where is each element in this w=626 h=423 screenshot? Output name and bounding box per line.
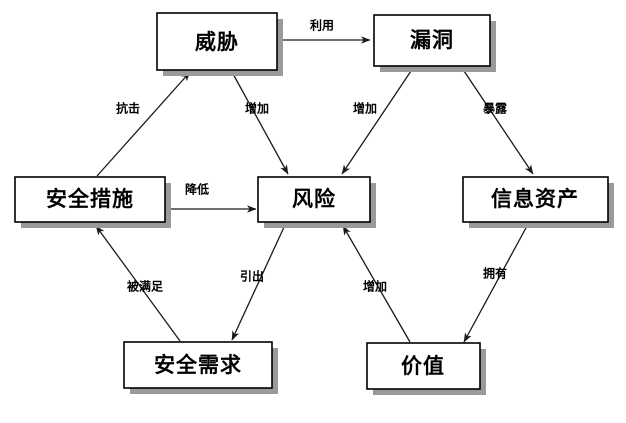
node-label-value: 价值 xyxy=(401,354,445,378)
edge-satisfy: 被满足 xyxy=(95,225,181,342)
edge-label-own: 拥有 xyxy=(483,266,507,281)
node-label-risk: 风险 xyxy=(292,187,336,211)
edge-label-increase-vuln-risk: 增加 xyxy=(353,101,377,116)
edge-reduce: 降低 xyxy=(168,182,257,213)
edge-counter: 抗击 xyxy=(96,71,191,177)
edge-derive: 引出 xyxy=(231,224,286,341)
edge-increase-vuln-risk: 增加 xyxy=(341,67,414,175)
node-label-information-asset: 信息资产 xyxy=(491,187,579,211)
node-label-threat: 威胁 xyxy=(195,30,239,54)
node-vulnerability[interactable]: 漏洞 xyxy=(373,14,496,72)
edge-own: 拥有 xyxy=(463,225,528,343)
node-label-security-requirement: 安全需求 xyxy=(154,353,242,377)
edge-label-counter: 抗击 xyxy=(116,101,140,116)
node-threat[interactable]: 威胁 xyxy=(156,12,283,76)
edge-label-satisfy: 被满足 xyxy=(127,279,163,294)
node-security-control[interactable]: 安全措施 xyxy=(14,176,171,228)
edge-expose: 暴露 xyxy=(461,67,534,175)
node-label-vulnerability: 漏洞 xyxy=(410,28,454,52)
edge-label-expose: 暴露 xyxy=(482,102,508,116)
node-security-requirement[interactable]: 安全需求 xyxy=(123,341,278,394)
edge-label-increase-value-risk: 增加 xyxy=(363,279,387,294)
edge-exploit: 利用 xyxy=(279,18,371,44)
edge-label-derive: 引出 xyxy=(240,269,264,284)
node-value[interactable]: 价值 xyxy=(366,342,486,395)
edge-label-exploit: 利用 xyxy=(310,18,334,33)
edge-increase-value-risk: 增加 xyxy=(342,225,411,343)
node-information-asset[interactable]: 信息资产 xyxy=(462,176,614,228)
edge-label-increase-threat-risk: 增加 xyxy=(245,101,269,116)
edge-increase-threat-risk: 增加 xyxy=(231,71,289,175)
edge-label-reduce: 降低 xyxy=(185,182,209,197)
node-risk[interactable]: 风险 xyxy=(257,176,376,228)
node-label-security-control: 安全措施 xyxy=(46,187,134,211)
